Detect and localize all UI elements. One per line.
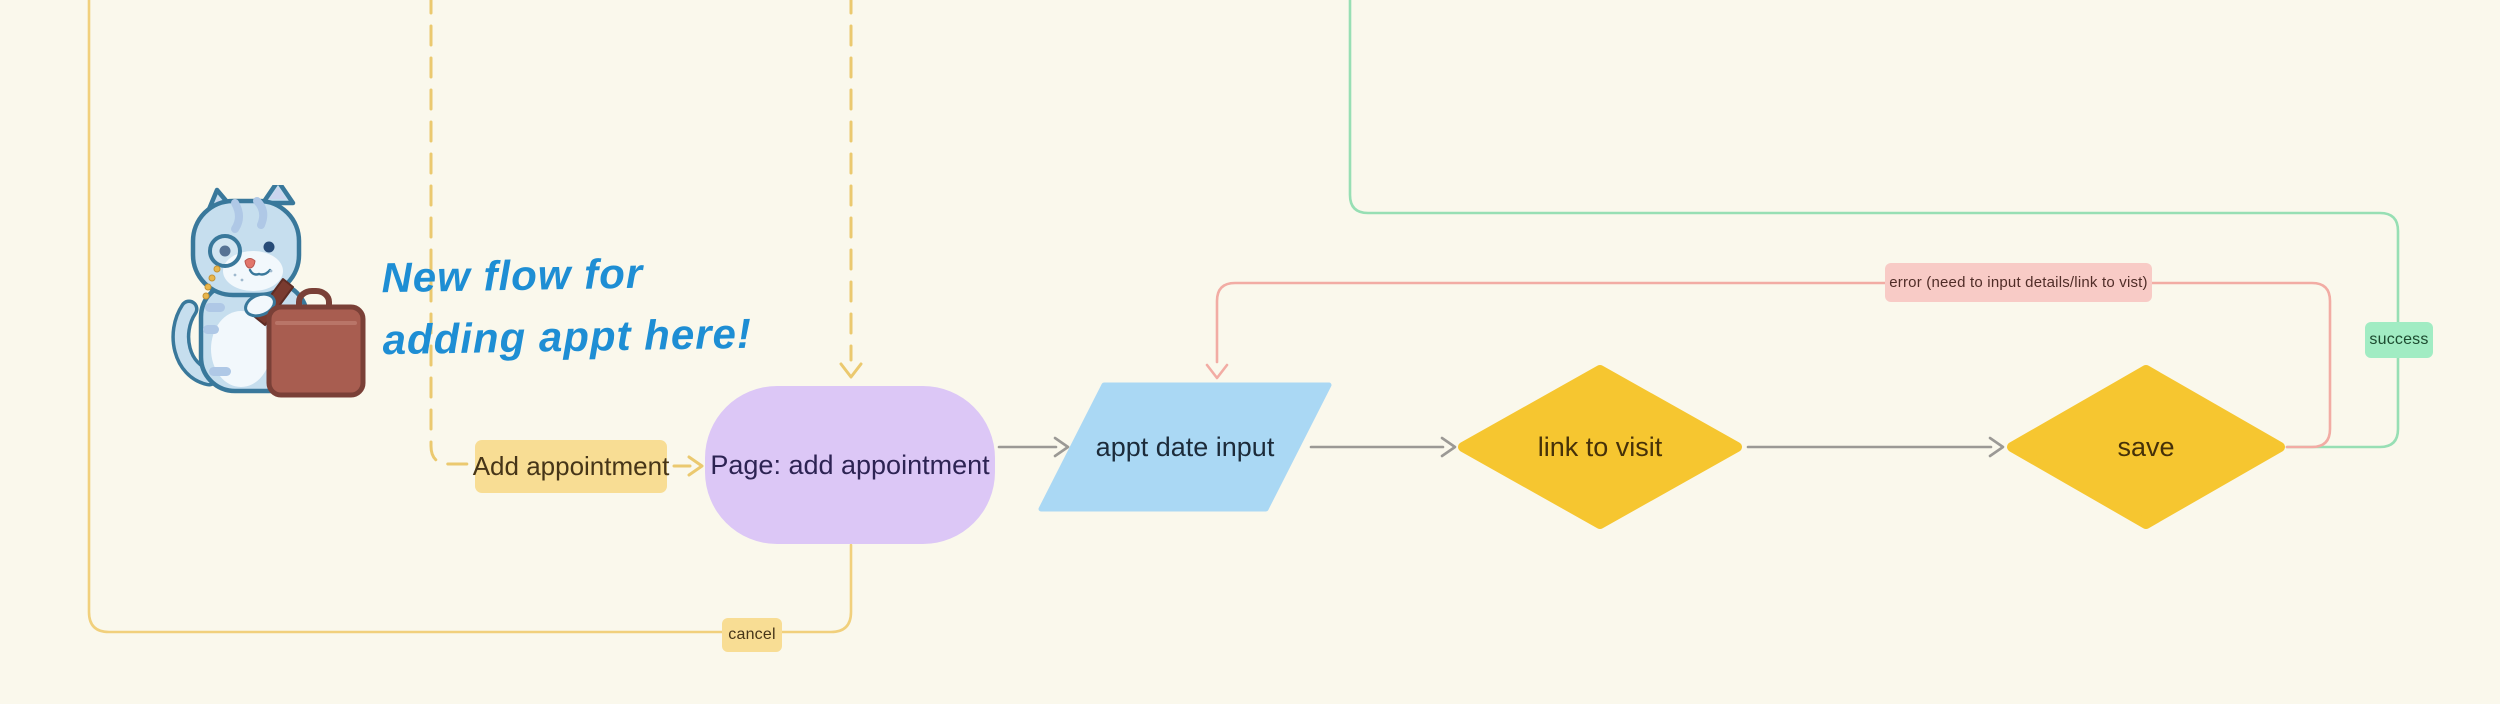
edge-label-error[interactable]: error (need to input details/link to vis… bbox=[1885, 263, 2152, 302]
cat-illustration bbox=[171, 178, 366, 398]
node-link-to-visit-label: link to visit bbox=[1537, 431, 1663, 462]
arrowhead-page-to-input bbox=[1053, 436, 1070, 458]
handwritten-note-line2: adding appt here! bbox=[382, 309, 753, 364]
edge-dashed-to-trigger[interactable] bbox=[429, 0, 473, 466]
node-link-to-visit[interactable]: link to visit bbox=[1458, 365, 1742, 529]
node-save[interactable]: save bbox=[2007, 365, 2285, 529]
diamond-shape bbox=[1458, 365, 1742, 529]
edge-cancel-loop[interactable] bbox=[87, 0, 853, 634]
cat-sticker[interactable] bbox=[165, 178, 375, 400]
edge-label-success[interactable]: success bbox=[2365, 322, 2433, 358]
edge-label-success-text: success bbox=[2369, 331, 2429, 348]
arrowhead-trigger-to-page bbox=[687, 455, 704, 477]
handwritten-note[interactable]: New flow for adding appt here! bbox=[381, 241, 752, 371]
arrowhead-input-to-link bbox=[1440, 436, 1457, 458]
edge-label-error-text: error (need to input details/link to vis… bbox=[1889, 274, 2148, 291]
edge-label-cancel[interactable]: cancel bbox=[722, 618, 782, 652]
node-page-add-appointment[interactable]: Page: add appointment bbox=[705, 386, 995, 544]
node-add-appointment-label: Add appointment bbox=[472, 451, 670, 481]
parallelogram-shape bbox=[1038, 382, 1332, 512]
edge-success[interactable] bbox=[1348, 0, 2400, 449]
node-add-appointment[interactable]: Add appointment bbox=[472, 440, 670, 493]
node-save-label: save bbox=[2117, 431, 2175, 462]
node-page-add-appointment-label: Page: add appointment bbox=[710, 449, 990, 480]
arrowhead-error bbox=[1205, 363, 1229, 380]
node-appt-date-input[interactable]: appt date input bbox=[1038, 382, 1332, 512]
edge-error[interactable] bbox=[1215, 281, 2332, 449]
arrowhead-into-page bbox=[839, 362, 863, 379]
edge-label-cancel-text: cancel bbox=[728, 626, 776, 643]
arrowhead-link-to-save bbox=[1988, 436, 2005, 458]
handwritten-note-line1: New flow for bbox=[381, 249, 644, 302]
diamond-shape bbox=[2007, 365, 2285, 529]
node-appt-date-input-label: appt date input bbox=[1095, 431, 1275, 462]
